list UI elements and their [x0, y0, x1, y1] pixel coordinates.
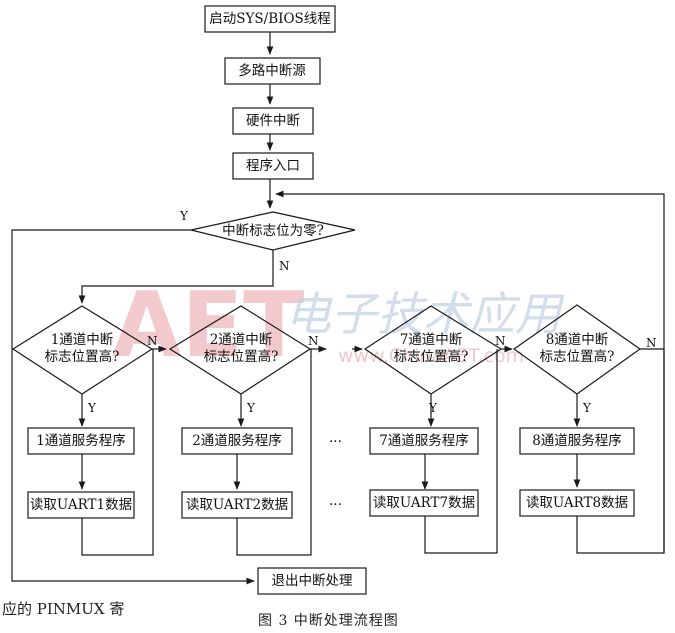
label-main-n: N — [279, 259, 290, 273]
multi-source-box — [224, 57, 321, 85]
ch1-read-box — [27, 491, 135, 519]
ellipsis-service-row: ··· — [329, 434, 342, 450]
ch1-service-label: 1通道服务程序 — [36, 433, 126, 449]
edge-n-to-ch1 — [78, 250, 274, 304]
ellipsis-read-row: ··· — [329, 497, 342, 513]
ch7-service-box — [369, 427, 479, 455]
ch2-read-label: 读取UART2数据 — [186, 497, 288, 513]
label-main-y: Y — [179, 209, 189, 223]
exit-label: 退出中断处理 — [272, 573, 353, 589]
edge-y-to-exit — [11, 229, 255, 585]
label-ch1-n: N — [147, 334, 158, 348]
ch8-read-label: 读取UART8数据 — [526, 495, 628, 511]
start-label: 启动SYS/BIOS线程 — [209, 11, 331, 27]
label-ch2-y: Y — [246, 401, 256, 415]
ch1-read-label: 读取UART1数据 — [30, 497, 132, 513]
ch2-decision-line2: 标志位置高? — [204, 348, 279, 365]
ch8-decision-line2: 标志位置高? — [540, 348, 615, 365]
ch1-decision-line2: 标志位置高? — [45, 348, 120, 365]
ch2-decision-line1: 2通道中断 — [210, 332, 273, 348]
flag-zero-label: 中断标志位为零? — [222, 223, 324, 239]
ch7-read-box — [369, 489, 479, 517]
ch7-decision-line1: 7通道中断 — [400, 332, 463, 348]
exit-box — [257, 567, 367, 595]
body-text-fragment: 应的 PINMUX 寄 — [2, 600, 125, 618]
ch7-read-label: 读取UART7数据 — [373, 495, 475, 511]
edge-ch1-read-return — [81, 349, 154, 556]
label-ch8-y: Y — [582, 401, 592, 415]
label-ch7-y: Y — [428, 401, 438, 415]
figure-caption: 图 3 中断处理流程图 — [258, 613, 399, 629]
ch8-decision-line1: 8通道中断 — [546, 332, 609, 348]
label-ch8-n: N — [646, 336, 657, 350]
watermark-chinese: 电子技术应用 — [285, 287, 565, 341]
ch2-service-label: 2通道服务程序 — [192, 433, 282, 449]
hw-interrupt-box — [232, 107, 314, 135]
label-ch7-n: N — [495, 334, 506, 348]
hw-interrupt-label: 硬件中断 — [246, 113, 300, 129]
ch1-decision-line1: 1通道中断 — [51, 332, 114, 348]
edge-ch8-read-return — [576, 349, 665, 554]
label-ch2-n: N — [308, 334, 319, 348]
watermark-url: www.ChinaAET.com — [338, 345, 524, 367]
entry-label: 程序入口 — [246, 158, 300, 174]
edge-loop-to-entry — [275, 190, 665, 553]
edge-ch7-read-return — [424, 349, 498, 554]
ch8-service-label: 8通道服务程序 — [532, 433, 622, 449]
entry-box — [232, 152, 314, 180]
multi-source-label: 多路中断源 — [238, 62, 306, 79]
edge-ch2-read-return — [236, 349, 312, 556]
ch1-service-box — [27, 427, 135, 455]
ch7-service-label: 7通道服务程序 — [379, 433, 469, 449]
label-ch1-y: Y — [87, 401, 97, 415]
ch7-decision-line2: 标志位置高? — [394, 348, 469, 365]
